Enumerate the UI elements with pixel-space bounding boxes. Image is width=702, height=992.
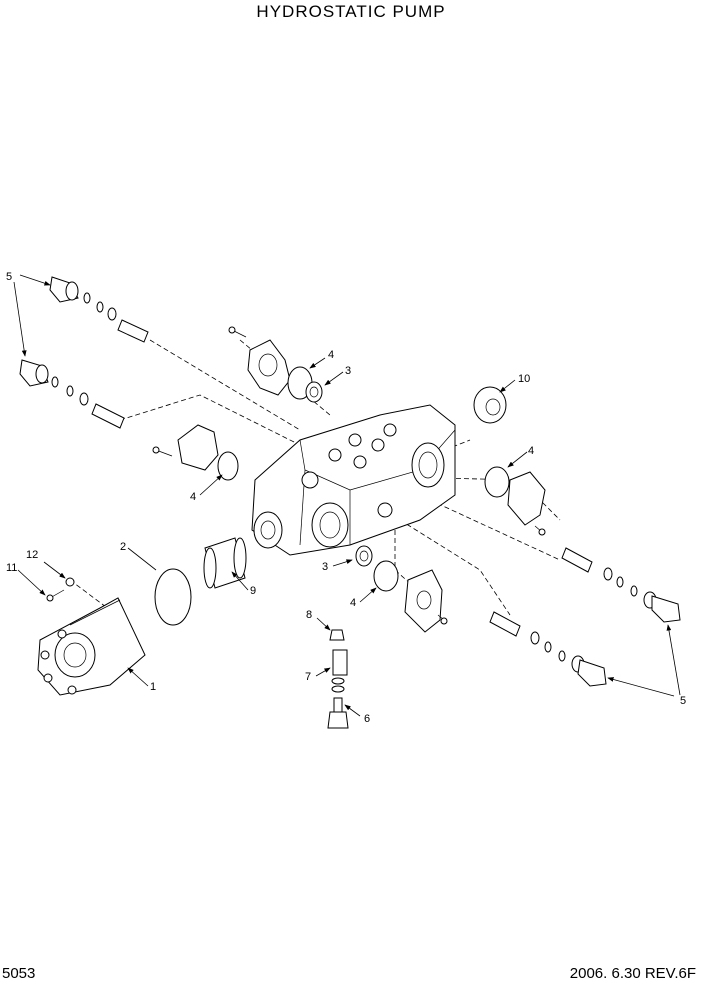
callout-4-left: 4: [190, 491, 196, 503]
seal-top: [305, 381, 323, 403]
page-title: HYDROSTATIC PUMP: [256, 2, 446, 21]
callout-3-lower: 3: [322, 561, 328, 573]
callout-9: 9: [250, 585, 256, 597]
callout-11: 11: [6, 562, 17, 574]
callout-8: 8: [306, 609, 312, 621]
top-cover-plate: [228, 326, 291, 396]
callout-5-upper: 5: [6, 271, 12, 283]
callout-3-top: 3: [345, 365, 351, 377]
callout-10: 10: [518, 373, 530, 385]
pump-housing: [251, 404, 456, 556]
o-ring-left: [217, 451, 239, 481]
valve-cartridge-upper: [49, 276, 149, 343]
o-ring-lower: [373, 560, 399, 592]
large-o-ring: [154, 568, 192, 626]
screw-washer: [46, 577, 75, 602]
o-ring-right: [484, 466, 510, 498]
right-cover-plate: [507, 471, 546, 536]
callout-1: 1: [150, 681, 156, 693]
revision-date: 2006. 6.30 REV.6F: [569, 965, 696, 982]
seal-lower: [355, 545, 373, 567]
callout-7: 7: [305, 671, 311, 683]
lower-cover-plate: [404, 569, 448, 633]
callout-2: 2: [120, 541, 126, 553]
gear-pump: [37, 597, 146, 696]
valve-cartridge-right-lower: [489, 611, 607, 687]
callout-5-lower: 5: [680, 695, 686, 707]
leader-lines: [13, 274, 681, 717]
callout-12: 12: [26, 549, 38, 561]
page-number: 5053: [2, 965, 36, 982]
callout-4-right: 4: [528, 445, 534, 457]
valve-cartridge-lower: [19, 359, 125, 429]
callout-4-lower: 4: [350, 597, 356, 609]
callout-4-top: 4: [328, 349, 334, 361]
right-gear-disc: [473, 386, 507, 424]
callout-labels: 5 4 3 10 4 4 2 12 11 3 9 4 8 1 7 6 5: [6, 271, 686, 725]
valve-spring: [332, 649, 348, 676]
left-cover-plate: [152, 424, 219, 471]
valve-cartridge-right-upper: [561, 547, 681, 623]
callout-6: 6: [364, 713, 370, 725]
valve-poppet: [329, 629, 345, 641]
valve-plug: [327, 677, 349, 729]
